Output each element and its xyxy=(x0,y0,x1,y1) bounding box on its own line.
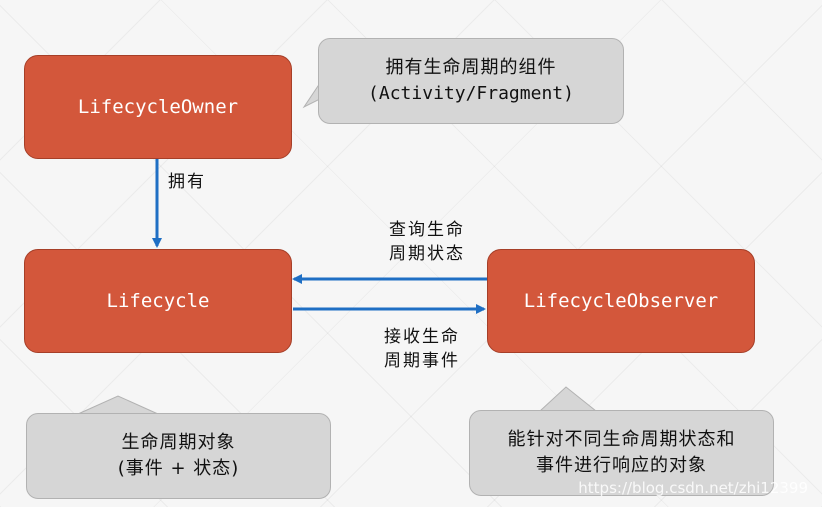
observer-note-line2: 事件进行响应的对象 xyxy=(536,455,707,476)
observer-callout-tail xyxy=(538,386,598,412)
query-state-label: 查询生命 周期状态 xyxy=(389,218,465,266)
lifecycle-callout-tail xyxy=(77,395,159,415)
owner-note-callout: 拥有生命周期的组件 (Activity/Fragment) xyxy=(318,38,624,124)
owner-note-line2: (Activity/Fragment) xyxy=(368,83,574,104)
receive-event-label: 接收生命 周期事件 xyxy=(384,325,460,373)
query-state-line1: 查询生命 xyxy=(389,220,465,240)
owner-note-line1: 拥有生命周期的组件 xyxy=(385,57,557,78)
lifecycle-note-line2: (事件 + 状态) xyxy=(117,458,240,479)
owner-to-lifecycle-label: 拥有 xyxy=(168,172,206,192)
receive-event-line1: 接收生命 xyxy=(384,327,460,347)
lifecycle-note-callout: 生命周期对象 (事件 + 状态) xyxy=(26,413,331,499)
observer-note-line1: 能针对不同生命周期状态和 xyxy=(507,429,736,450)
receive-event-line2: 周期事件 xyxy=(384,351,460,371)
query-state-line2: 周期状态 xyxy=(389,244,465,264)
watermark: https://blog.csdn.net/zhi12399 xyxy=(578,479,808,497)
lifecycle-label: Lifecycle xyxy=(106,290,210,312)
lifecycle-observer-node: LifecycleObserver xyxy=(487,249,755,353)
observer-note-callout: 能针对不同生命周期状态和 事件进行响应的对象 xyxy=(469,410,774,496)
lifecycle-owner-node: LifecycleOwner xyxy=(24,55,292,159)
lifecycle-owner-label: LifecycleOwner xyxy=(77,96,239,118)
lifecycle-observer-label: LifecycleObserver xyxy=(523,290,719,312)
lifecycle-node: Lifecycle xyxy=(24,249,292,353)
lifecycle-note-line1: 生命周期对象 xyxy=(121,432,236,453)
